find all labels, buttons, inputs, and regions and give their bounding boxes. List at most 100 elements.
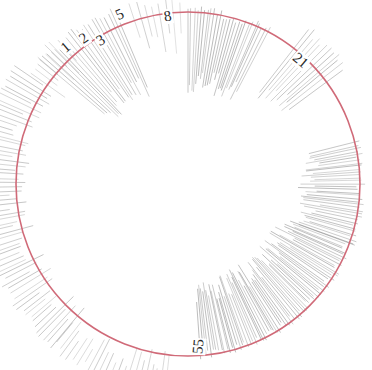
hatch-line: [262, 277, 295, 319]
hatch-line: [0, 182, 25, 183]
hatch-line: [0, 238, 22, 249]
hatch-line: [206, 290, 216, 350]
hatch-line: [66, 341, 79, 360]
hatch-line: [209, 284, 223, 350]
hatch-line: [0, 210, 10, 214]
hatch-line: [38, 57, 58, 74]
hatch-line: [0, 215, 25, 222]
hatch-line: [200, 10, 208, 79]
hatch-line: [203, 8, 215, 87]
hatch-line: [289, 70, 343, 110]
hatch-line: [287, 60, 338, 102]
hatch-line: [73, 338, 87, 359]
hatch-line: [92, 19, 136, 95]
hatch-line: [57, 323, 73, 342]
hatch-line: [95, 18, 131, 83]
hatch-line: [8, 269, 41, 288]
hatch-line: [77, 339, 93, 365]
stem-circle: [16, 12, 360, 356]
hatch-line: [0, 226, 13, 234]
hatch-line: [257, 267, 300, 319]
hatch-line: [32, 296, 57, 317]
hatch-line: [2, 272, 30, 287]
hatch-line: [55, 49, 119, 113]
hatch-line: [0, 252, 19, 262]
hatch-line: [232, 277, 261, 339]
hatch-line: [310, 146, 358, 157]
fibonacci-number: 21: [289, 49, 312, 71]
hatch-line: [180, 3, 181, 34]
hatch-line: [51, 52, 118, 117]
hatch-line: [0, 107, 32, 122]
hatch-line: [0, 199, 17, 203]
hatch-line: [304, 206, 362, 217]
hatch-line: [229, 270, 263, 341]
hatch-line: [230, 28, 266, 100]
hatch-line: [0, 202, 26, 207]
hatch-line: [276, 45, 319, 91]
hatch-line: [61, 322, 82, 349]
fibonacci-number: 3: [93, 31, 109, 49]
hatch-line: [0, 260, 26, 275]
hatch-line: [44, 306, 76, 341]
hatch-line: [295, 227, 343, 247]
hatch-line: [5, 86, 43, 106]
hatch-line: [319, 157, 356, 163]
hatch-line: [0, 246, 21, 256]
hatch-line: [5, 262, 36, 278]
hatch-line: [92, 339, 110, 370]
hatch-line: [14, 66, 43, 86]
hatch-line: [209, 296, 219, 351]
hatch-line: [265, 241, 329, 288]
hatch-line: [306, 192, 360, 196]
hatch-line: [298, 188, 358, 190]
hatch-line: [68, 32, 124, 103]
hatch-line: [299, 222, 357, 242]
hatch-line: [0, 172, 23, 175]
hatch-line: [313, 170, 360, 174]
hatch-line: [26, 299, 46, 315]
hatch-line: [306, 163, 363, 170]
hatch-line: [303, 200, 359, 208]
hatch-line: [282, 63, 343, 111]
hatch-line: [188, 9, 189, 93]
hatch-line: [244, 286, 269, 331]
hatch-line: [165, 355, 170, 370]
hatch-line: [46, 54, 74, 80]
hatch-line: [0, 222, 17, 230]
hatch-line: [302, 172, 361, 176]
fibonacci-number: 5: [113, 5, 128, 23]
hatch-line: [0, 256, 24, 267]
hatch-line: [300, 203, 362, 214]
hatch-line: [172, 0, 177, 54]
hatch-line: [288, 231, 346, 258]
hatch-line: [121, 366, 127, 370]
hatch-line: [277, 48, 332, 100]
hatch-line: [0, 211, 25, 219]
hatch-line: [39, 309, 66, 336]
hatch-line: [63, 47, 117, 106]
hatch-line: [0, 195, 10, 197]
hatch-line: [137, 2, 150, 48]
hatch-line: [236, 28, 261, 82]
hatch-line: [11, 268, 51, 293]
hatch-line: [315, 186, 357, 188]
hatch-line: [47, 54, 111, 113]
hatch-line: [260, 246, 319, 297]
hatch-line: [0, 163, 26, 167]
hatch-line: [229, 21, 259, 90]
fibonacci-number: 8: [162, 8, 174, 24]
hatch-line: [227, 274, 257, 344]
hatch-line: [0, 191, 22, 193]
hatch-line: [311, 213, 357, 224]
hatch-line: [149, 364, 154, 370]
hatch-line: [85, 349, 92, 362]
hatch-line: [0, 102, 23, 114]
hatch-line: [237, 27, 271, 92]
hatch-line: [0, 243, 20, 253]
hatch-line: [275, 227, 341, 260]
hatch-line: [293, 231, 344, 254]
